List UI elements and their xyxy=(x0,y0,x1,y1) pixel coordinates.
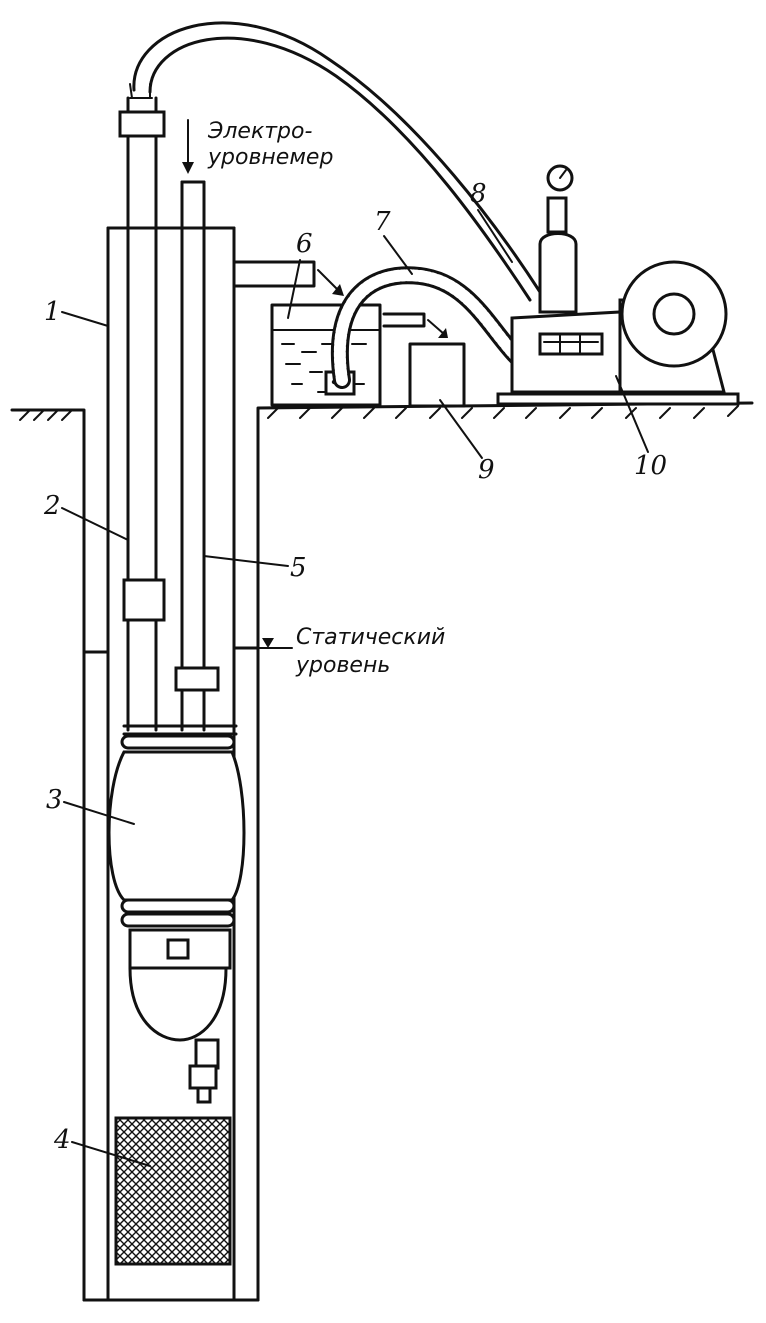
svg-text:Статический: Статический xyxy=(296,625,445,650)
svg-text:9: 9 xyxy=(478,455,495,485)
svg-text:Электро-: Электро- xyxy=(207,119,312,144)
label-5: 5 xyxy=(203,553,307,583)
suction-hose xyxy=(330,266,527,389)
svg-text:3: 3 xyxy=(46,785,63,815)
label-6: 6 xyxy=(287,229,313,319)
svg-text:8: 8 xyxy=(470,179,487,209)
label-8: 8 xyxy=(470,179,513,263)
air-line-hose xyxy=(132,21,542,302)
svg-text:5: 5 xyxy=(290,553,307,583)
filter-mesh xyxy=(114,1116,232,1266)
level-tube xyxy=(174,119,220,732)
svg-text:2: 2 xyxy=(43,491,61,521)
riser-pipe xyxy=(118,83,166,732)
pump-unit xyxy=(107,724,246,1104)
compressor xyxy=(496,164,740,406)
label-1: 1 xyxy=(44,297,109,327)
svg-text:6: 6 xyxy=(296,229,313,259)
label-9: 9 xyxy=(439,399,495,485)
svg-text:уровнемер: уровнемер xyxy=(207,145,333,170)
caption-static-level: Статический уровень xyxy=(295,625,445,678)
static-level-marker xyxy=(82,638,293,654)
svg-text:1: 1 xyxy=(44,297,61,327)
label-10: 10 xyxy=(615,375,667,481)
label-3: 3 xyxy=(46,785,135,825)
svg-text:4: 4 xyxy=(53,1125,71,1155)
measuring-box xyxy=(408,342,466,408)
svg-text:7: 7 xyxy=(374,207,391,237)
label-4: 4 xyxy=(53,1125,151,1167)
label-7: 7 xyxy=(374,207,413,275)
caption-level-meter: Электро- уровнемер xyxy=(207,119,333,170)
svg-text:10: 10 xyxy=(634,451,667,481)
svg-text:уровень: уровень xyxy=(295,653,390,678)
water-tank xyxy=(270,303,382,407)
label-2: 2 xyxy=(43,491,129,541)
discharge-arrows xyxy=(317,269,448,338)
